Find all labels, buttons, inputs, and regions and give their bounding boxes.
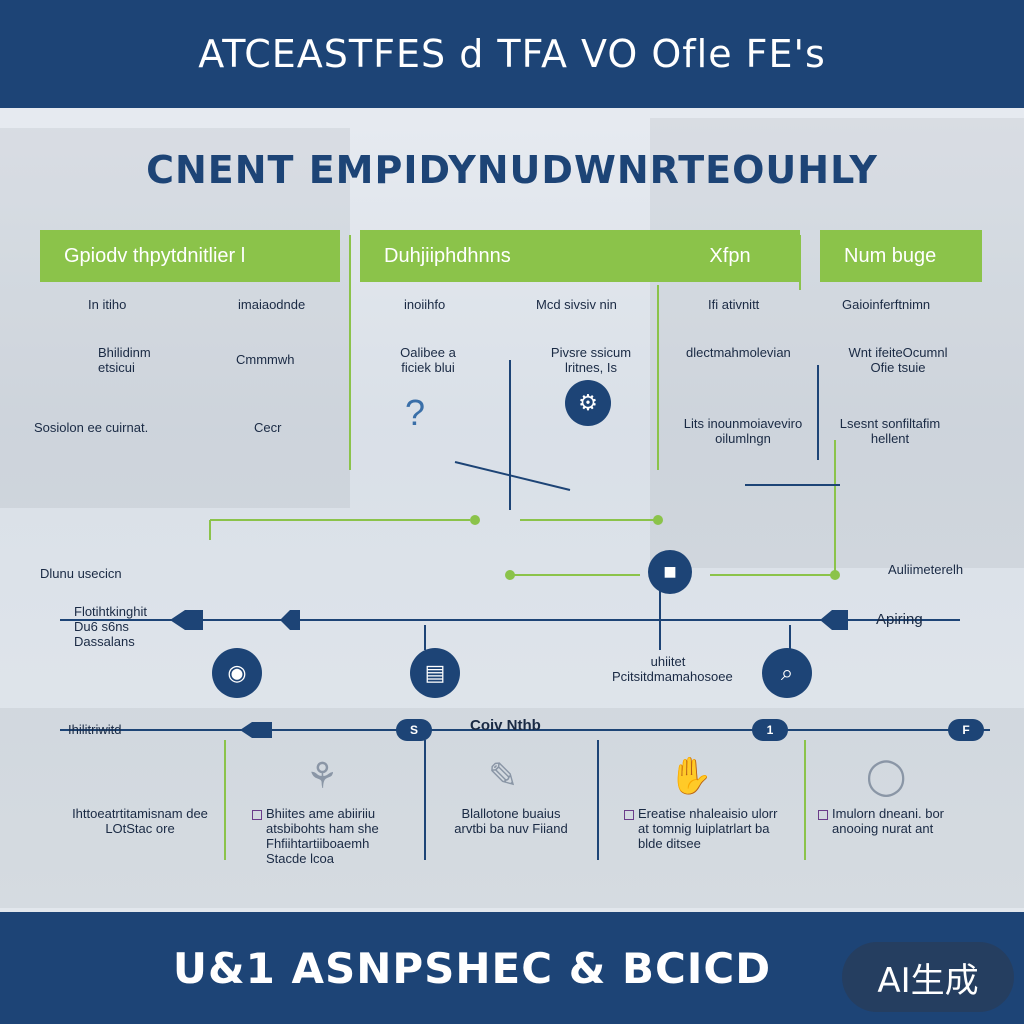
timeline-right-label: Apiring	[876, 611, 923, 628]
cloud-icon: ◯	[866, 755, 907, 796]
bullet-square	[818, 810, 828, 820]
search-icon[interactable]: ⌕	[762, 648, 812, 698]
column-header-2: Duhjiiphdhnns	[360, 230, 660, 282]
header-title: ATCEASTFES d TFA VO Ofle FE's	[198, 32, 826, 76]
timeline-left-label: Flotihtkinghit Du6 s6ns Dassalans	[74, 604, 147, 649]
bottom-label: Bhiites ame abiiriiu atsbibohts ham she …	[266, 806, 379, 866]
question-icon: ?	[405, 392, 426, 433]
step-pill-1: S	[396, 719, 432, 741]
row1-label: Gaioinferftnimn	[842, 297, 931, 312]
column-header-1: Gpiodv thpytdnitlier l	[40, 230, 340, 282]
background-shade	[650, 118, 1024, 568]
row2-label: dlectmahmolevian	[686, 345, 791, 360]
ai-generated-badge: AI生成	[842, 942, 1014, 1012]
row3-label: Cecr	[254, 420, 282, 435]
column-label: Gpiodv thpytdnitlier l	[64, 244, 246, 267]
row2-label: Wnt ifeiteOcumnl Ofie tsuie	[848, 345, 948, 375]
column-label: Num buge	[844, 244, 937, 267]
row1-label: Ifi ativnitt	[708, 297, 760, 312]
signal-icon: ✋	[668, 755, 713, 796]
headline: CNENT EMPIDYNUDWNRTEOUHLY	[146, 148, 878, 192]
row1-label: Mcd sivsiv nin	[536, 297, 617, 312]
document-icon: ✎	[488, 755, 519, 796]
row2-label: Pivsre ssicum lritnes, Is	[550, 345, 632, 375]
step-pill-3: F	[948, 719, 984, 741]
row2-label: Bhilidinm etsicui	[98, 345, 151, 375]
timeline2-left-label: Ihilitriwitd	[68, 722, 122, 737]
row2-label: Oalibee a ficiek blui	[400, 345, 456, 375]
bottom-label: Ereatise nhaleaisio ulorr at tomnig luip…	[638, 806, 778, 851]
gear-icon: ⚙	[565, 380, 611, 426]
timeline2-center-label: Coiv Nthb	[470, 717, 541, 734]
bottom-label: Imulorn dneani. bor anooing nurat ant	[832, 806, 945, 836]
chart-icon[interactable]: ▤	[410, 648, 460, 698]
column-header-4: Num buge	[820, 230, 982, 282]
globe-icon: ⚘	[306, 755, 339, 796]
column-label: Duhjiiphdhnns	[384, 244, 511, 267]
row3-label: Sosiolon ee cuirnat.	[34, 420, 149, 435]
column-header-3: Xfpn	[660, 230, 800, 282]
row2-label: Cmmmwh	[236, 352, 295, 367]
mid-right-label: Auliimeterelh	[888, 562, 964, 577]
row1-label: imaiaodnde	[238, 297, 306, 312]
step-pill-2: 1	[752, 719, 788, 741]
column-label: Xfpn	[709, 244, 751, 267]
top-band: ATCEASTFES d TFA VO Ofle FE's	[0, 0, 1024, 108]
background-shade	[0, 708, 1024, 908]
timeline-mid-label: uhiitet Pcitsitdmamahosoee	[612, 654, 733, 684]
row1-label: In itiho	[88, 297, 127, 312]
bullet-square	[252, 810, 262, 820]
bullet-square	[624, 810, 634, 820]
row3-label: Lsesnt sonfiltafim hellent	[839, 416, 941, 446]
bottom-label: Ihttoeatrtitamisnam dee LOtStac ore	[72, 806, 208, 836]
mid-left-label: Dlunu usecicn	[40, 566, 122, 581]
bottom-label: Blallotone buaius arvtbi ba nuv Fiiand	[454, 806, 568, 836]
row3-label: Lits inounmoiaveviro oilumlngn	[683, 416, 803, 446]
target-icon[interactable]: ◉	[212, 648, 262, 698]
row1-label: inoiihfo	[404, 297, 446, 312]
lock-icon: ■	[648, 550, 692, 594]
footer-title: U&1 ASNPSHEC & BCICD	[172, 943, 772, 993]
background-shade	[0, 128, 350, 508]
